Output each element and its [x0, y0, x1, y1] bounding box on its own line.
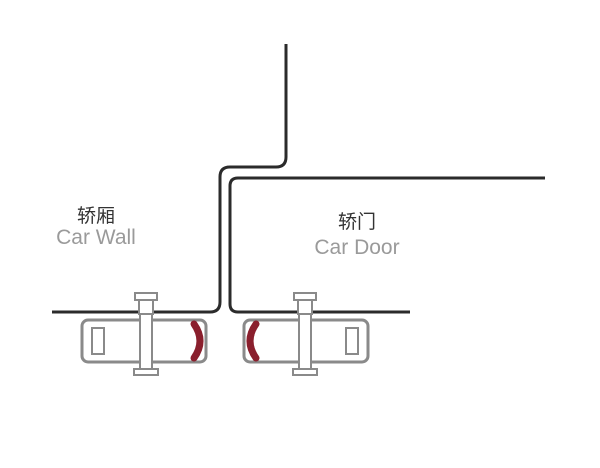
car-door-label-cn: 轿门	[338, 211, 376, 233]
car-wall-label-en: Car Wall	[56, 226, 136, 249]
car-wall-profile	[52, 44, 288, 314]
right-rubber-seal	[246, 320, 260, 362]
left-guide-shoe	[80, 292, 208, 376]
car-wall-label-cn: 轿厢	[77, 205, 115, 227]
car-door-profile	[228, 176, 545, 314]
car-door-label-en: Car Door	[314, 236, 399, 259]
left-rubber-seal	[190, 320, 204, 362]
left-bolt	[133, 292, 159, 376]
right-bolt	[292, 292, 318, 376]
right-guide-shoe	[242, 292, 370, 376]
